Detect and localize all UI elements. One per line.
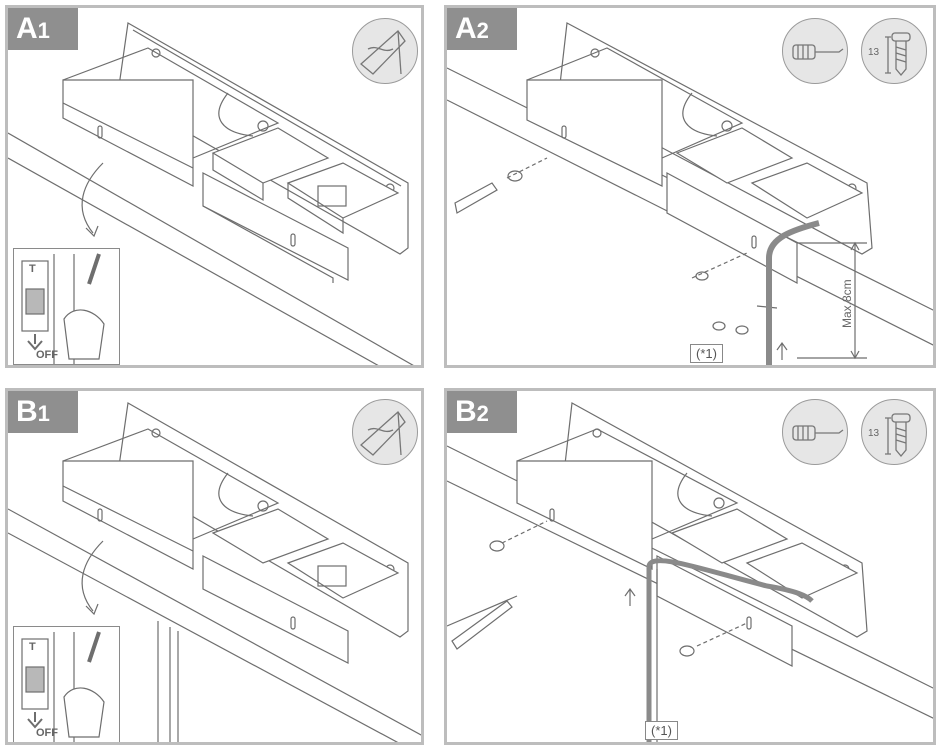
footnote-label: (*1) xyxy=(690,344,723,363)
screwdriver-icon xyxy=(782,399,848,465)
off-label: OFF xyxy=(36,727,58,739)
screw-size-label: 13 xyxy=(868,47,880,58)
breaker-switch-inset: T OFF xyxy=(13,248,120,365)
step-tag-a1: A1 xyxy=(8,8,78,50)
panel-b1: B1 T OFF xyxy=(5,388,424,745)
step-tag-a2: A2 xyxy=(447,8,517,50)
panel-b1-illustration xyxy=(8,402,421,742)
panel-a1-illustration xyxy=(8,22,414,365)
breaker-label: T xyxy=(29,263,36,275)
breaker-label: T xyxy=(29,641,36,653)
screwdriver-icon xyxy=(782,18,848,84)
panel-a2: A2 13 Max.8cm (*1) xyxy=(444,5,936,368)
step-tag-b1: B1 xyxy=(8,391,78,433)
off-label: OFF xyxy=(36,349,58,361)
max-distance-label: Max.8cm xyxy=(840,279,854,328)
screw-icon: 13 xyxy=(861,399,927,465)
panel-a1: A1 T OFF xyxy=(5,5,424,368)
screw-icon: 13 xyxy=(861,18,927,84)
breaker-switch-inset: T OFF xyxy=(13,626,120,742)
panel-b2: B2 13 (*1) xyxy=(444,388,936,745)
screw-size-label: 13 xyxy=(868,428,880,439)
panel-a2-illustration xyxy=(447,22,933,365)
panel-b2-illustration xyxy=(447,402,933,742)
step-tag-b2: B2 xyxy=(447,391,517,433)
wall-texture-icon xyxy=(352,18,418,84)
wall-texture-icon xyxy=(352,399,418,465)
footnote-label: (*1) xyxy=(645,721,678,740)
